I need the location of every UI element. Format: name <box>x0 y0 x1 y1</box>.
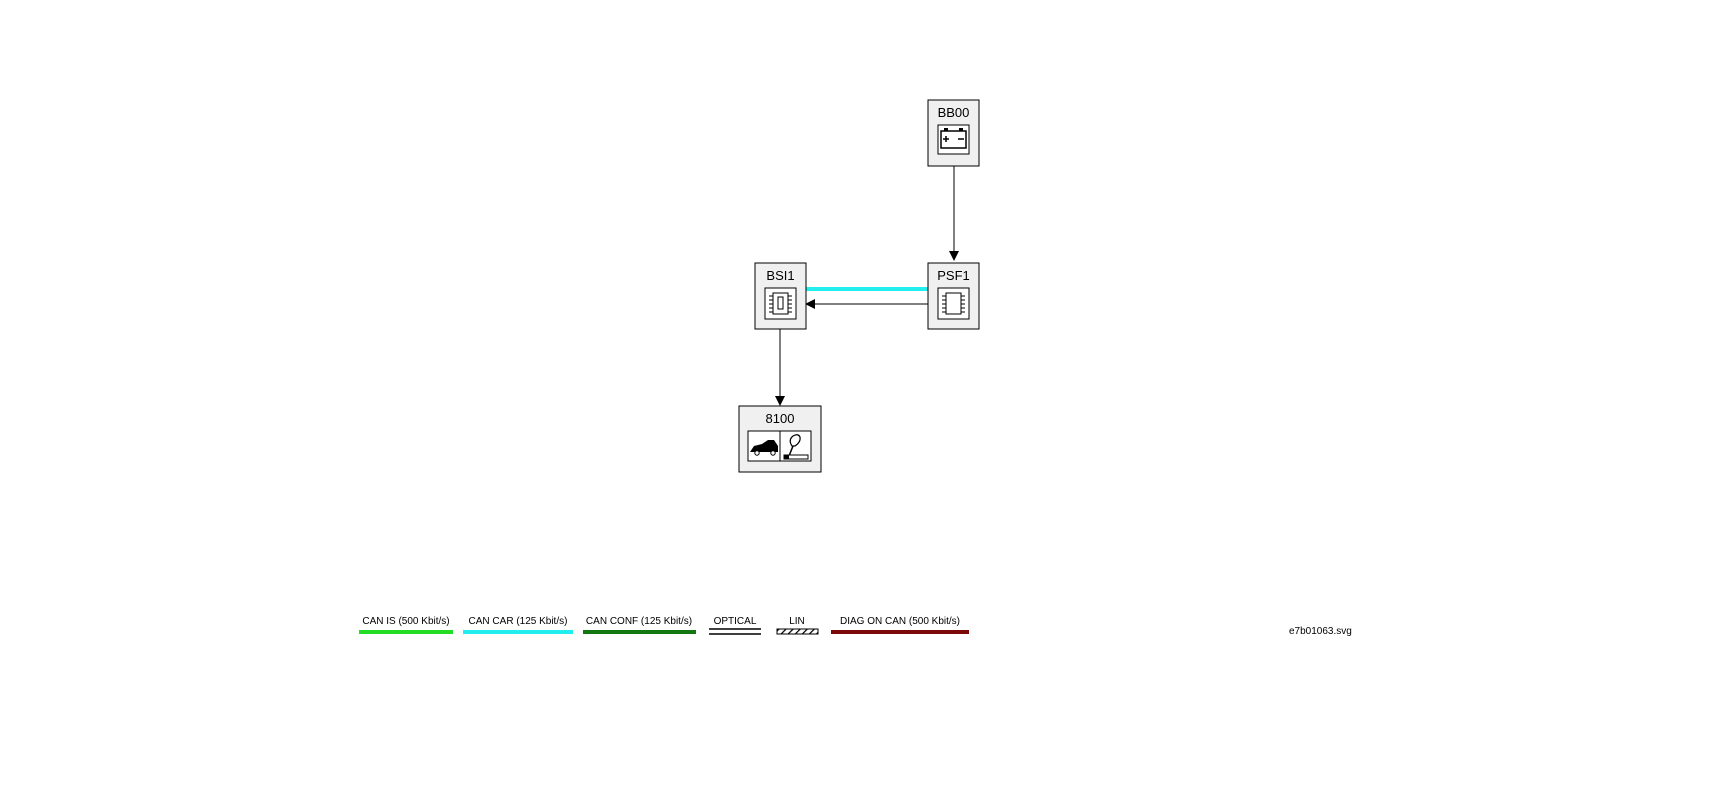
legend-item-can-is: CAN IS (500 Kbit/s) <box>359 616 453 634</box>
svg-text:CAN CONF (125 Kbit/s): CAN CONF (125 Kbit/s) <box>586 616 692 627</box>
node-bb00[interactable]: BB00 <box>927 99 980 167</box>
legend-item-can-car: CAN CAR (125 Kbit/s) <box>463 616 573 634</box>
ecu-chip-icon <box>764 287 797 320</box>
node-8100[interactable]: 8100 <box>738 405 822 473</box>
node-psf1-label: PSF1 <box>937 268 970 283</box>
svg-text:DIAG ON CAN (500 Kbit/s): DIAG ON CAN (500 Kbit/s) <box>840 616 960 627</box>
battery-icon <box>937 124 970 155</box>
svg-text:LIN: LIN <box>789 616 805 627</box>
tow-hitch-icon <box>747 430 812 462</box>
node-bsi1[interactable]: BSI1 <box>754 262 807 330</box>
file-name-label: e7b01063.svg <box>1289 626 1352 637</box>
legend-item-diag-on-can: DIAG ON CAN (500 Kbit/s) <box>831 616 969 634</box>
legend-item-optical: OPTICAL <box>709 616 761 635</box>
node-psf1[interactable]: PSF1 <box>927 262 980 330</box>
legend-item-can-conf: CAN CONF (125 Kbit/s) <box>583 616 696 634</box>
svg-text:CAN IS (500 Kbit/s): CAN IS (500 Kbit/s) <box>362 616 449 627</box>
legend-item-lin: LIN <box>776 616 819 635</box>
node-8100-label: 8100 <box>766 411 795 426</box>
node-bsi1-label: BSI1 <box>766 268 794 283</box>
svg-text:CAN CAR (125 Kbit/s): CAN CAR (125 Kbit/s) <box>469 616 568 627</box>
svg-text:OPTICAL: OPTICAL <box>714 616 757 627</box>
node-bb00-label: BB00 <box>938 105 970 120</box>
legend: CAN IS (500 Kbit/s) CAN CAR (125 Kbit/s)… <box>359 616 969 635</box>
ecu-chip-icon <box>937 287 970 320</box>
